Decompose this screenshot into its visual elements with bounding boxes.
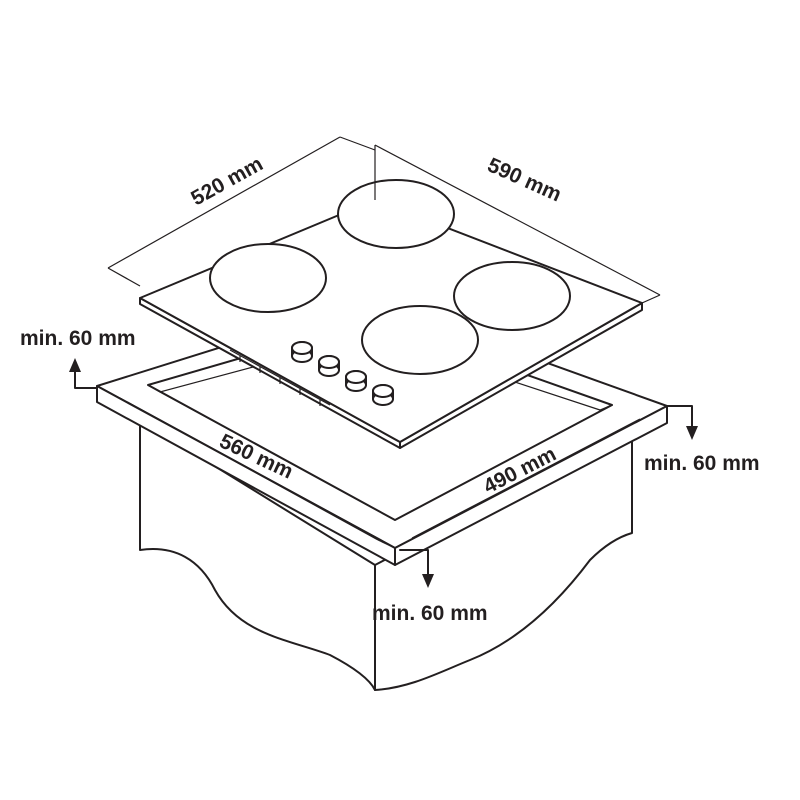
clearance-side-label: min. 60 mm: [644, 452, 760, 475]
clearance-arrow-back: [69, 358, 98, 389]
control-knob-1: [291, 341, 313, 363]
clearance-front-label: min. 60 mm: [372, 602, 488, 625]
burner-back-left: [209, 243, 327, 313]
burner-front-right: [453, 261, 571, 331]
control-knob-2: [318, 355, 340, 377]
clearance-back-label: min. 60 mm: [20, 327, 136, 350]
cutout-dimension-lines: [119, 397, 641, 549]
control-knob-3: [345, 370, 367, 392]
hob-depth-label: 520 mm: [187, 152, 267, 210]
hob: [139, 179, 643, 449]
burner-front-left: [361, 305, 479, 375]
clearance-arrow-front: [399, 549, 434, 588]
control-knob-4: [372, 384, 394, 406]
burner-back-right: [337, 179, 455, 249]
hob-dimension-lines: [107, 136, 661, 304]
clearance-arrow-side: [666, 405, 698, 440]
cabinet: [139, 419, 633, 691]
hob-width-label: 590 mm: [484, 154, 565, 207]
